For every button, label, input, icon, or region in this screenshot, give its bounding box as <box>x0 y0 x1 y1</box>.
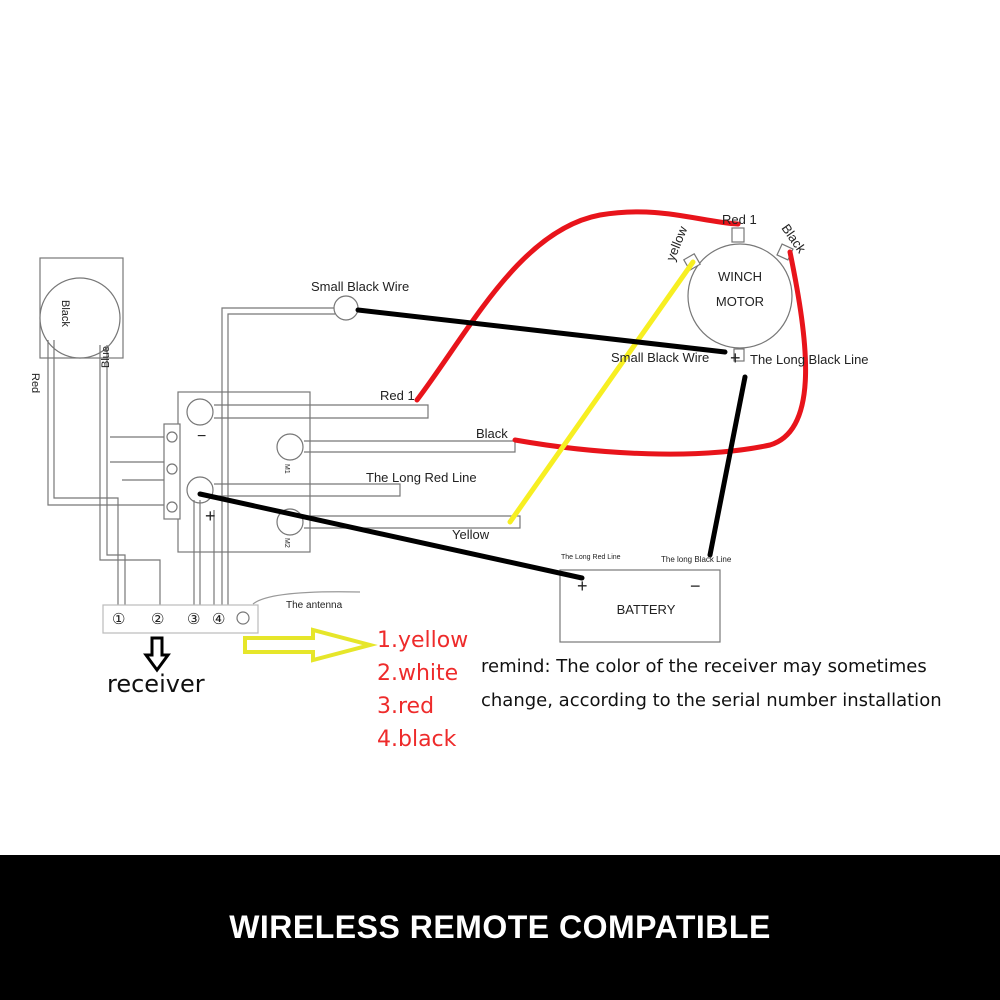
yellow-arrow <box>243 627 378 663</box>
remind-line-2: change, according to the serial number i… <box>481 690 942 711</box>
small-black-wire-top-label: Small Black Wire <box>311 279 409 294</box>
antenna-label: The antenna <box>286 600 343 611</box>
switch-plus-label: + <box>205 506 216 526</box>
long-red-line-black <box>197 491 585 581</box>
remind-note: remind: The color of the receiver may so… <box>481 650 991 718</box>
receiver-color-list: 1.yellow 2.white 3.red 4.black <box>377 624 468 756</box>
color-item-4: 4.black <box>377 727 457 752</box>
long-black-line-label: The Long Black Line <box>750 352 869 367</box>
down-arrow <box>143 636 171 673</box>
black-switch-label: Black <box>476 426 508 441</box>
long-red-line-label: The Long Red Line <box>366 470 477 485</box>
terminal-3: ③ <box>187 611 200 628</box>
m2-label: M2 <box>283 538 290 548</box>
yellow-motor-label: yellow <box>663 223 691 263</box>
color-item-3: 3.red <box>377 694 435 719</box>
motor-plus-label: + <box>730 348 741 368</box>
footer-title: WIRELESS REMOTE COMPATIBLE <box>229 909 771 945</box>
red-black-motor-wire <box>512 249 808 457</box>
yellow-switch-label: Yellow <box>452 527 490 542</box>
diagram-labels: Small Black Wire Small Black Wire Red 1 … <box>29 212 869 628</box>
terminal-1: ① <box>112 611 125 628</box>
terminal-4: ④ <box>212 611 225 628</box>
yellow-wire <box>507 259 696 525</box>
winch-label-1: WINCH <box>718 269 762 284</box>
wires <box>197 209 808 581</box>
red-wire-1 <box>414 209 741 403</box>
red1-motor-label: Red 1 <box>722 212 757 227</box>
small-black-wire <box>355 307 728 355</box>
battery-long-red-label: The Long Red Line <box>561 554 621 561</box>
relay-black-label: Black <box>59 300 71 327</box>
relay-switch-outline <box>39 227 794 643</box>
switch-minus-label: − <box>197 428 206 445</box>
red1-switch-label: Red 1 <box>380 388 415 403</box>
footer-banner: WIRELESS REMOTE COMPATIBLE <box>0 855 1000 1000</box>
remind-line-1: remind: The color of the receiver may so… <box>481 656 927 677</box>
winch-label-2: MOTOR <box>716 294 764 309</box>
receiver-label: receiver <box>107 670 205 698</box>
m1-label: M1 <box>283 464 290 474</box>
small-black-wire-motor-label: Small Black Wire <box>611 350 709 365</box>
relay-red-label: Red <box>29 373 41 393</box>
relay-blue-label: Blue <box>100 346 112 368</box>
color-item-2: 2.white <box>377 661 459 686</box>
battery-long-black-label: The long Black Line <box>661 555 732 564</box>
battery-minus-label: − <box>690 576 701 596</box>
battery-plus-label: + <box>577 576 588 596</box>
battery-label: BATTERY <box>617 602 676 617</box>
color-item-1: 1.yellow <box>377 628 469 653</box>
long-black-wire <box>707 374 748 558</box>
terminal-2: ② <box>151 611 164 628</box>
